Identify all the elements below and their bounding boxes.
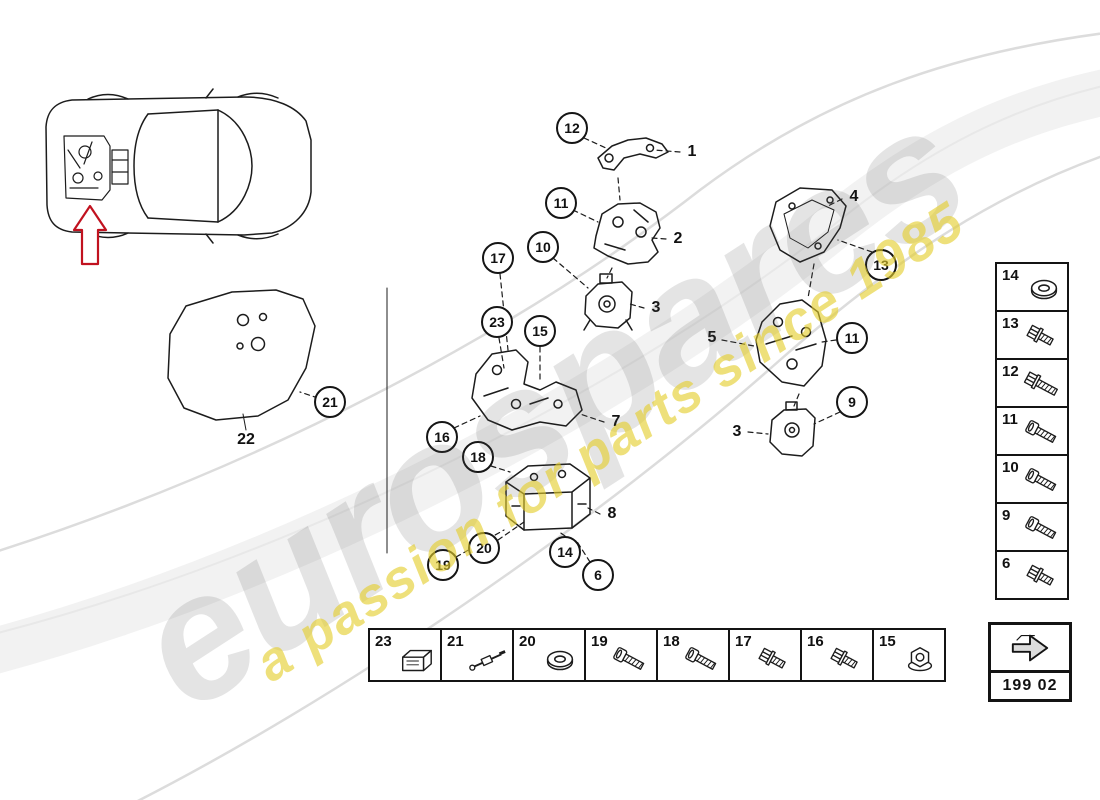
callout-11-a[interactable]: 11	[545, 187, 577, 219]
legend-number: 12	[1002, 363, 1019, 380]
legend-number: 9	[1002, 507, 1011, 524]
legend-number: 6	[1002, 555, 1011, 572]
legend-number: 11	[1002, 411, 1018, 428]
callout-6[interactable]: 6	[582, 559, 614, 591]
leader-lines	[299, 137, 873, 563]
fastener-legend-bottom: 23 21 20 19 18 17 16 15	[368, 628, 946, 682]
part-2-engine-mount-bracket	[593, 202, 661, 265]
legend-number: 20	[519, 633, 536, 650]
callout-21[interactable]: 21	[314, 386, 346, 418]
legend-item-20[interactable]: 20	[512, 628, 586, 682]
legend-item-15[interactable]: 15	[872, 628, 946, 682]
legend-number: 23	[375, 633, 392, 650]
label-3-b[interactable]: 3	[732, 423, 742, 440]
legend-item-23[interactable]: 23	[368, 628, 442, 682]
socket-head-bolt-icon	[1022, 511, 1066, 554]
legend-number: 10	[1002, 459, 1019, 476]
legend-item-13[interactable]: 13	[995, 310, 1069, 360]
part-8-mount-assembly	[505, 463, 591, 531]
callout-16[interactable]: 16	[426, 421, 458, 453]
hex-bolt-icon	[1022, 367, 1066, 410]
legend-item-9[interactable]: 9	[995, 502, 1069, 552]
callout-20[interactable]: 20	[468, 532, 500, 564]
part-7-support-assembly	[471, 349, 583, 431]
legend-number: 18	[663, 633, 680, 650]
diagram-code: 199 02	[1002, 677, 1058, 694]
label-2[interactable]: 2	[673, 230, 683, 247]
legend-number: 21	[447, 633, 464, 650]
diagram-code-box: 199 02	[988, 622, 1072, 702]
legend-number: 19	[591, 633, 608, 650]
legend-item-14[interactable]: 14	[995, 262, 1069, 312]
legend-item-17[interactable]: 17	[728, 628, 802, 682]
part-22-cover-panel	[167, 289, 316, 421]
hex-flange-bolt-icon	[1022, 319, 1066, 362]
socket-head-bolt-icon	[1022, 463, 1066, 506]
part-5-support-bracket	[755, 299, 827, 387]
socket-head-bolt-icon	[609, 642, 655, 685]
engine-detail	[63, 135, 129, 201]
legend-number: 16	[807, 633, 824, 650]
legend-item-11[interactable]: 11	[995, 406, 1069, 456]
callout-9[interactable]: 9	[836, 386, 868, 418]
callout-10[interactable]: 10	[527, 231, 559, 263]
callout-18[interactable]: 18	[462, 441, 494, 473]
legend-number: 13	[1002, 315, 1019, 332]
label-4[interactable]: 4	[849, 188, 859, 205]
direction-arrow-icon	[991, 625, 1069, 673]
callout-15[interactable]: 15	[524, 315, 556, 347]
label-3-a[interactable]: 3	[651, 299, 661, 316]
part-3-engine-mount-left	[583, 273, 633, 331]
legend-item-16[interactable]: 16	[800, 628, 874, 682]
reference-lines	[242, 287, 388, 554]
car-overview-schematic	[45, 88, 312, 266]
callout-23[interactable]: 23	[481, 306, 513, 338]
legend-number: 14	[1002, 267, 1019, 284]
legend-item-19[interactable]: 19	[584, 628, 658, 682]
callout-19[interactable]: 19	[427, 549, 459, 581]
part-3-engine-mount-right	[769, 401, 816, 457]
label-1[interactable]: 1	[687, 143, 697, 160]
bracket-box-icon	[393, 642, 439, 685]
socket-head-bolt-icon	[1022, 415, 1066, 458]
legend-item-6[interactable]: 6	[995, 550, 1069, 600]
part-4-heat-shield	[769, 187, 847, 263]
callout-13[interactable]: 13	[865, 249, 897, 281]
legend-item-12[interactable]: 12	[995, 358, 1069, 408]
label-7[interactable]: 7	[611, 413, 621, 430]
legend-item-18[interactable]: 18	[656, 628, 730, 682]
hex-flange-bolt-icon	[825, 642, 871, 685]
legend-item-21[interactable]: 21	[440, 628, 514, 682]
callout-14[interactable]: 14	[549, 536, 581, 568]
part-1-bracket	[597, 137, 669, 171]
hex-flange-bolt-icon	[1022, 559, 1066, 602]
hex-flange-bolt-icon	[753, 642, 799, 685]
washer-icon	[537, 642, 583, 685]
fastener-legend-right: 14 13 12 11 10 9 6	[995, 262, 1069, 600]
socket-head-bolt-icon	[681, 642, 727, 685]
label-5[interactable]: 5	[707, 329, 717, 346]
callout-12[interactable]: 12	[556, 112, 588, 144]
engine-location-arrow	[72, 204, 108, 266]
label-8[interactable]: 8	[607, 505, 617, 522]
washer-icon	[1022, 271, 1066, 314]
callout-11-b[interactable]: 11	[836, 322, 868, 354]
callout-17[interactable]: 17	[482, 242, 514, 274]
legend-number: 17	[735, 633, 752, 650]
support-rod-icon	[465, 642, 511, 685]
legend-number: 15	[879, 633, 896, 650]
flange-nut-icon	[897, 642, 943, 685]
legend-item-10[interactable]: 10	[995, 454, 1069, 504]
label-22[interactable]: 22	[237, 431, 255, 448]
